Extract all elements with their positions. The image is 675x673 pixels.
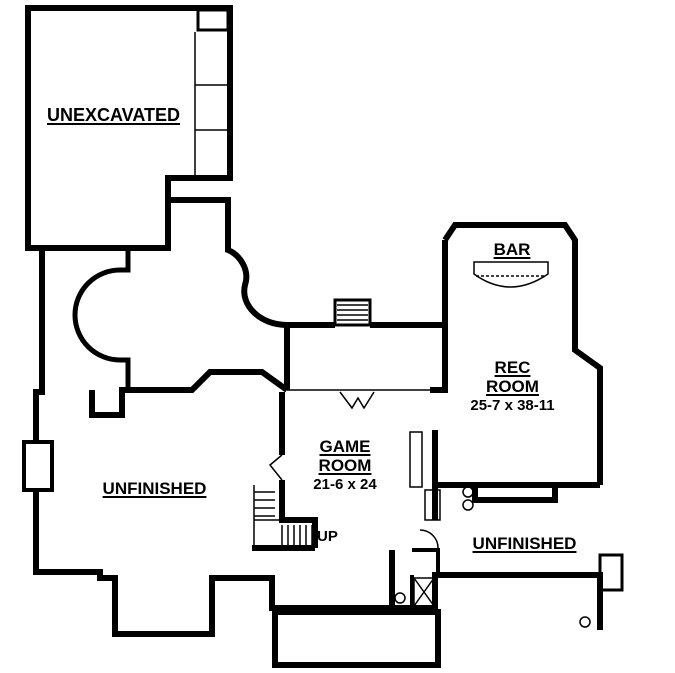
game-room-size: 21-6 x 24 <box>313 476 377 493</box>
stairs-up-label: UP <box>317 528 338 545</box>
room-label-rec-room: REC ROOM 25-7 x 38-11 <box>455 358 570 415</box>
game-room-name-1: GAME <box>319 437 371 456</box>
wall-circular-area <box>89 197 290 418</box>
rec-room-name-1: REC <box>494 358 531 377</box>
rec-room-size: 25-7 x 38-11 <box>470 397 555 414</box>
pantry-shelves <box>194 32 228 175</box>
shower-x <box>413 577 435 607</box>
window-box-right <box>598 553 624 592</box>
unexcavated-corner-box <box>196 8 230 32</box>
wall-game-room-left <box>252 392 318 551</box>
wall-bath <box>410 548 440 608</box>
door-swing-bath <box>419 529 439 549</box>
fixture-circle <box>462 499 474 511</box>
cabinet <box>409 431 423 488</box>
stairs-top <box>333 298 372 327</box>
wall-alcove <box>72 250 131 390</box>
water-heater <box>579 616 591 628</box>
room-label-bar: BAR <box>493 240 531 259</box>
door-swing-hall <box>339 391 375 410</box>
wall-bottom-box <box>272 609 441 668</box>
stairs-up[interactable] <box>253 485 313 548</box>
cabinet <box>424 489 441 521</box>
rec-room-name-2: ROOM <box>486 377 539 396</box>
game-room-name-2: ROOM <box>318 456 372 475</box>
fixture-toilet <box>394 592 406 604</box>
fixture-circle <box>462 486 474 498</box>
bar-counter <box>473 261 549 288</box>
room-label-game-room: GAME ROOM 21-6 x 24 <box>305 437 385 494</box>
shower <box>413 577 435 607</box>
room-label-unfinished-left: UNFINISHED <box>102 479 207 498</box>
window-box-left <box>22 440 54 492</box>
wall-unexcavated <box>25 5 233 251</box>
room-label-unfinished-right: UNFINISHED <box>472 534 577 553</box>
door-swing-game <box>268 454 283 481</box>
room-label-unexcavated: UNEXCAVATED <box>46 105 180 125</box>
